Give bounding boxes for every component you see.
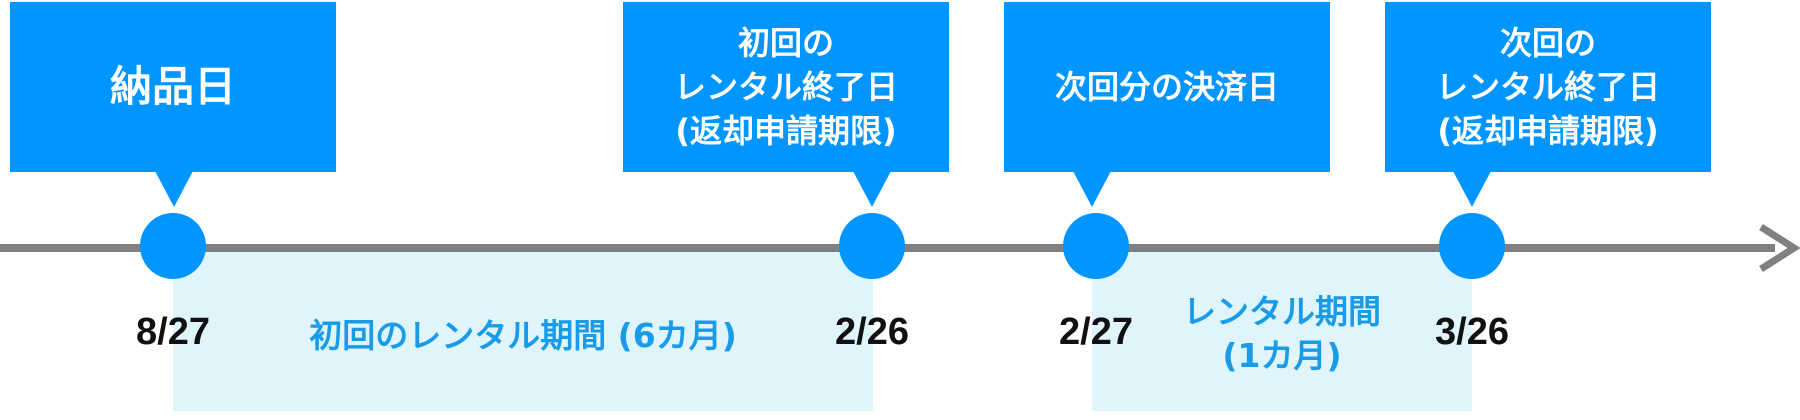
milestone-callout-initial-end: 初回の レンタル終了日 (返却申請期限) xyxy=(623,2,949,172)
callout-text-line2: レンタル終了日 xyxy=(1435,68,1660,106)
callout-pointer xyxy=(1073,171,1111,207)
milestone-callout-next-end: 次回の レンタル終了日 (返却申請期限) xyxy=(1385,2,1711,172)
milestone-callout-next-payment: 次回分の決済日 xyxy=(1004,2,1330,172)
callout-text-line3: (返却申請期限) xyxy=(1437,112,1659,150)
callout-pointer xyxy=(853,171,891,207)
callout-text-line2: レンタル終了日 xyxy=(673,68,898,106)
arrow-right-icon xyxy=(1759,224,1800,272)
period-label-text-line1: レンタル期間 xyxy=(1183,292,1381,331)
period-label-text: 初回のレンタル期間 (6カ月) xyxy=(309,316,737,355)
date-label-delivery: 8/27 xyxy=(136,311,210,353)
date-label-initial-end: 2/26 xyxy=(835,311,909,353)
callout-pointer xyxy=(1453,171,1491,207)
callout-text-line3: (返却申請期限) xyxy=(675,112,897,150)
initial-rental-period-band xyxy=(173,248,873,411)
callout-pointer xyxy=(155,171,193,207)
next-rental-period-band xyxy=(1092,248,1472,411)
period-label-text-line2: (1カ月) xyxy=(1222,336,1342,375)
milestone-dot-initial-end xyxy=(839,213,905,279)
milestone-dot-next-payment xyxy=(1063,213,1129,279)
callout-text: 次回分の決済日 xyxy=(1054,68,1279,106)
date-label-next-payment: 2/27 xyxy=(1059,311,1133,353)
date-label-next-end: 3/26 xyxy=(1435,311,1509,353)
callout-text: 納品日 xyxy=(109,62,236,111)
period-label-next: レンタル期間 (1カ月) xyxy=(1142,290,1422,378)
period-label-initial: 初回のレンタル期間 (6カ月) xyxy=(263,316,783,356)
milestone-dot-delivery xyxy=(140,213,206,279)
milestone-callout-delivery: 納品日 xyxy=(10,2,336,172)
callout-text-line1: 次回の xyxy=(1499,24,1596,62)
milestone-dot-next-end xyxy=(1439,213,1505,279)
callout-text-line1: 初回の xyxy=(737,24,834,62)
